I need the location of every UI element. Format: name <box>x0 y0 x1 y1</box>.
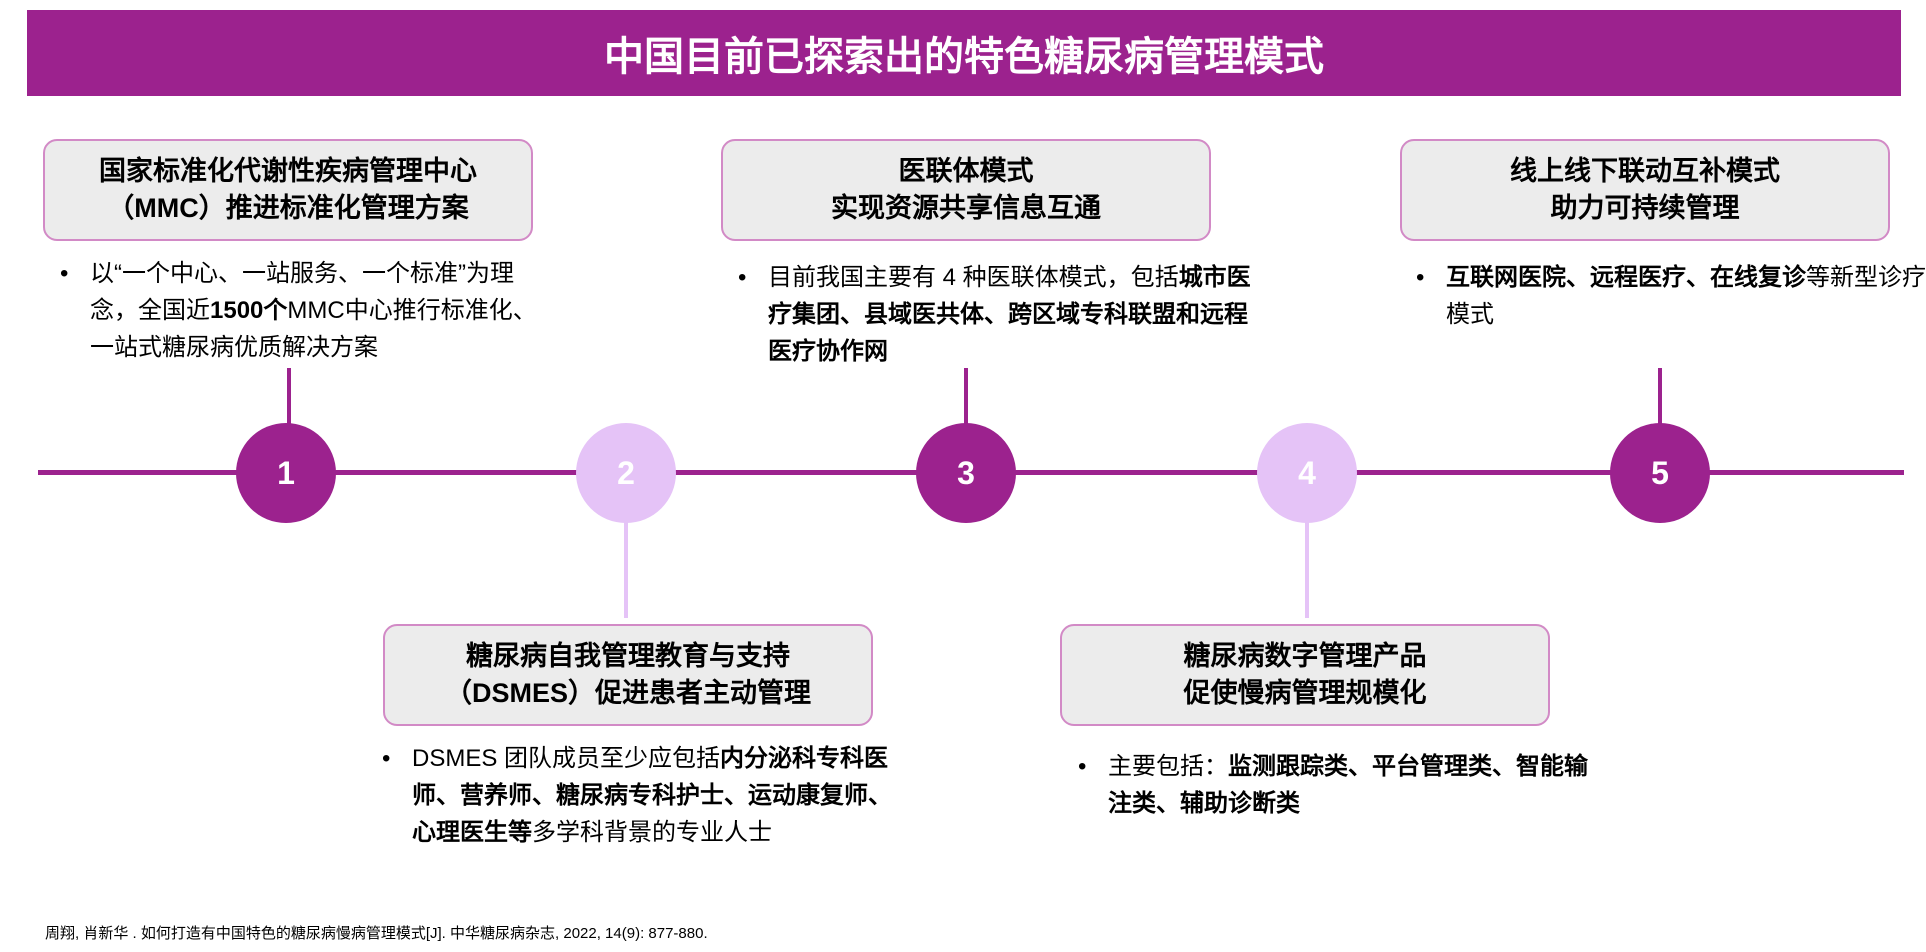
box-line: 线上线下联动互补模式 <box>1510 156 1780 186</box>
step-box-3: 医联体模式实现资源共享信息互通 <box>721 139 1211 241</box>
connector-1 <box>287 368 291 426</box>
bullet-text: MMC中心推行标准化、一站式糖尿病优质解决方案 <box>90 297 537 361</box>
step-marker-1: 1 <box>236 423 336 523</box>
bullet-bold-text: 内分泌科专科医师、营养师、糖尿病专科护士、运动康复师、心理医生等 <box>412 745 892 846</box>
connector-5 <box>1658 368 1662 426</box>
box-line: （DSMES）促进患者主动管理 <box>444 678 812 708</box>
title-banner: 中国目前已探索出的特色糖尿病管理模式 <box>27 10 1901 96</box>
step-box-2: 糖尿病自我管理教育与支持 （DSMES）促进患者主动管理 <box>383 624 873 726</box>
step-box-4: 糖尿病数字管理产品促使慢病管理规模化 <box>1060 624 1550 726</box>
connector-3 <box>964 368 968 426</box>
bullet-bold-text: 1500个 <box>210 297 288 324</box>
step-bullet-5: 互联网医院、远程医疗、在线复诊等新型诊疗模式 <box>1408 259 1926 333</box>
box-line: （MMC）推进标准化管理方案 <box>107 193 469 223</box>
bullet-text: 目前我国主要有 4 种医联体模式，包括 <box>768 264 1179 291</box>
box-line: 实现资源共享信息互通 <box>831 193 1101 223</box>
step-bullet-1: 以“一个中心、一站服务、一个标准”为理念，全国近1500个MMC中心推行标准化、… <box>52 255 560 366</box>
footnote-citation: 周翔, 肖新华 . 如何打造有中国特色的糖尿病慢病管理模式[J]. 中华糖尿病杂… <box>45 925 708 942</box>
connector-4 <box>1305 522 1309 618</box>
bullet-bold-text: 监测跟踪类、平台管理类、智能输注类、辅助诊断类 <box>1108 753 1588 817</box>
connector-2 <box>624 522 628 618</box>
step-bullet-2: DSMES 团队成员至少应包括内分泌科专科医师、营养师、糖尿病专科护士、运动康复… <box>374 740 902 851</box>
step-marker-4: 4 <box>1257 423 1357 523</box>
box-line: 助力可持续管理 <box>1550 193 1740 223</box>
bullet-bold-text: 互联网医院、远程医疗、在线复诊 <box>1446 264 1806 291</box>
bullet-bold-text: 城市医疗集团、县域医共体、跨区域专科联盟和远程医疗协作网 <box>768 264 1251 365</box>
box-line: 糖尿病自我管理教育与支持 <box>466 641 790 671</box>
step-bullet-4: 主要包括：监测跟踪类、平台管理类、智能输注类、辅助诊断类 <box>1070 748 1608 822</box>
bullet-text: 等新型诊疗模式 <box>1446 264 1926 328</box>
step-marker-3: 3 <box>916 423 1016 523</box>
page-title: 中国目前已探索出的特色糖尿病管理模式 <box>604 35 1324 79</box>
step-marker-2: 2 <box>576 423 676 523</box>
bullet-text: 多学科背景的专业人士 <box>532 819 772 846</box>
box-line: 医联体模式 <box>898 156 1034 186</box>
step-bullet-3: 目前我国主要有 4 种医联体模式，包括城市医疗集团、县域医共体、跨区域专科联盟和… <box>730 259 1258 370</box>
box-line: 糖尿病数字管理产品 <box>1183 641 1427 671</box>
bullet-text: 以“一个中心、一站服务、一个标准”为理念，全国近 <box>90 260 514 324</box>
step-box-5: 线上线下联动互补模式助力可持续管理 <box>1400 139 1890 241</box>
box-line: 国家标准化代谢性疾病管理中心 <box>99 156 477 186</box>
bullet-text: DSMES 团队成员至少应包括 <box>412 745 721 772</box>
step-box-1: 国家标准化代谢性疾病管理中心 （MMC）推进标准化管理方案 <box>43 139 533 241</box>
step-marker-5: 5 <box>1610 423 1710 523</box>
bullet-text: 主要包括： <box>1108 753 1228 780</box>
box-line: 促使慢病管理规模化 <box>1183 678 1427 708</box>
